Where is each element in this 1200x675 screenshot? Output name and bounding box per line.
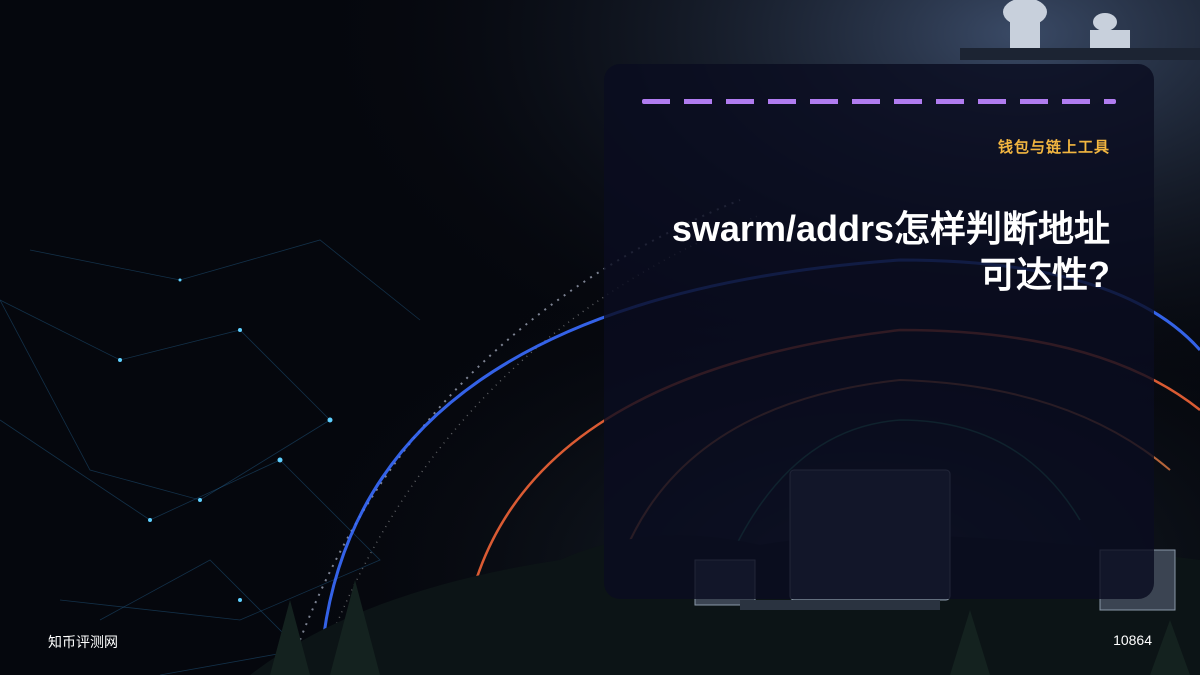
category-label: 钱包与链上工具 <box>997 139 1110 156</box>
accent-dash-divider <box>642 99 1116 104</box>
page-number: 10864 <box>1113 632 1152 648</box>
site-brand: 知币评测网 <box>48 634 118 650</box>
article-title: swarm/addrs怎样判断地址可达性? <box>671 208 1110 295</box>
article-card[interactable]: 钱包与链上工具 swarm/addrs怎样判断地址可达性? <box>604 64 1154 599</box>
